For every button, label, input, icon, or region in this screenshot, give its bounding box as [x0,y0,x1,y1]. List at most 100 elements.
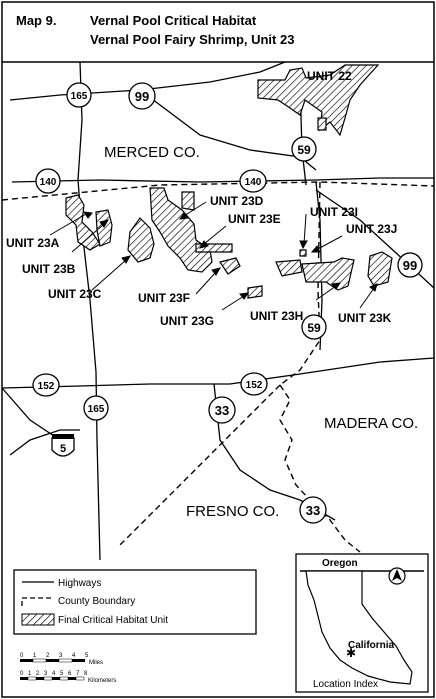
unit-23b-label: UNIT 23B [22,262,76,276]
unit-23g-leader [221,295,245,311]
county-label-madera: MADERA CO. [324,415,418,432]
unit-23h-polygon [301,257,355,291]
highway-shields: 165 99 59 140 140 99 59 152 [32,82,423,524]
scale-km-segment-5 [52,677,60,680]
shield-165-south-label: 165 [88,404,105,415]
scale-miles-tick-3: 3 [59,653,63,659]
shield-140-center-label: 140 [245,177,262,188]
unit-23h-arrowhead [331,282,342,290]
unit-23e-arrowhead [198,240,209,249]
shield-59-south: 59 [301,314,327,340]
shield-99-east-label: 99 [403,258,417,273]
scale-km-segment-2 [27,676,37,681]
shield-interstate-5: 5 [51,434,75,457]
legend: Highways County Boundary Final Critical … [13,569,257,635]
madera-fresno-river-boundary [279,384,361,553]
unit-23b-leader [71,223,105,253]
scale-miles-segment-3 [46,659,59,662]
scale-km-tick-7: 7 [76,671,80,677]
unit-23h-west-polygon [275,259,303,277]
unit-23c-leader [91,259,127,291]
scale-km-tick-3: 3 [44,671,48,677]
shield-165-north: 165 [66,82,92,108]
shield-interstate-5-label: 5 [60,443,66,455]
unit-23a-label: UNIT 23A [6,236,60,250]
scale-km-segment-6 [59,676,69,681]
scale-miles-segment-4 [58,658,73,663]
unit-23f-arrowhead [211,267,222,276]
unit-23g-label: UNIT 23G [160,314,214,328]
leader-arrows [49,201,378,311]
location-index: Oregon ✱ California Location Index [295,553,429,693]
unit-23d-leader [183,201,207,217]
unit-23j-label: UNIT 23J [346,222,397,236]
california-outline [305,570,413,685]
north-arrow-icon [388,567,406,585]
scale-km-tick-6: 6 [68,671,72,677]
county-label-merced: MERCED CO. [104,144,200,161]
habitat-units [65,64,393,299]
merced-county-boundary-north [1,181,435,201]
unit-23d-north-polygon [181,191,195,211]
shield-33-north-label: 33 [215,403,229,418]
unit-23i-polygon [299,249,307,257]
shield-140-west-label: 140 [40,177,57,188]
unit-23d-label: UNIT 23D [210,194,264,208]
unit-23f-polygon [219,257,241,275]
oregon-label: Oregon [322,558,358,569]
scale-miles-segment-5 [72,659,85,662]
unit-23h-leader [315,285,337,301]
unit-23k-label: UNIT 23K [338,311,392,325]
unit-23a-arrowhead [82,211,93,219]
shield-99-north: 99 [128,82,156,110]
scale-miles-tick-5: 5 [85,653,89,659]
scale-km-tick-1: 1 [28,671,32,677]
highway-north-road [9,61,286,101]
unit-23j-leader [315,235,343,251]
shield-59-north: 59 [291,136,317,162]
shield-99-east: 99 [397,252,423,278]
scale-miles-tick-1: 1 [33,653,37,659]
shield-165-north-label: 165 [71,91,88,102]
star-icon: ✱ [346,646,356,660]
legend-county-label: County Boundary [58,596,135,607]
scale-km-tick-4: 4 [52,671,56,677]
shield-59-north-label: 59 [297,143,311,157]
shield-33-south: 33 [299,496,327,524]
scale-km-segment-7 [68,677,76,680]
scale-miles-tick-4: 4 [72,653,76,659]
unit-23a-leader [49,213,87,236]
shield-33-south-label: 33 [306,503,320,518]
scale-miles-segment-1 [20,659,33,662]
unit-23e-label: UNIT 23E [228,212,281,226]
legend-county-symbol [21,597,54,606]
scale-km-label: Kilometers [88,678,116,684]
shield-152-west-label: 152 [38,381,55,392]
unit-23f-leader [195,271,217,295]
scale-miles-tick-2: 2 [46,653,50,659]
unit-23i-label: UNIT 23I [310,205,358,219]
highway-152-road [1,357,435,389]
unit-23i-arrowhead [299,240,308,250]
unit-23g-arrowhead [239,292,250,300]
unit-23e-leader [203,225,227,245]
shield-59-south-label: 59 [307,321,321,335]
unit-23j-arrowhead [310,245,321,253]
unit-23d-arrowhead [178,212,189,220]
scale-miles-tick-0: 0 [20,653,24,659]
map-number: Map 9. [16,13,56,28]
highway-165-road [77,61,101,561]
unit-23c-polygon [127,217,155,263]
unit-22-label: UNIT 22 [307,69,352,83]
legend-highways-label: Highways [58,578,101,589]
shield-140-center: 140 [239,169,267,193]
unit-23k-leader [359,287,375,309]
california-label: California [348,640,395,651]
unit-23c-arrowhead [121,255,132,264]
unit-23b-polygon [95,209,113,247]
scale-bar: 0 1 2 3 4 5 Miles 0 1 2 3 4 5 6 7 8 Kilo… [20,653,116,684]
county-label-fresno: FRESNO CO. [186,503,279,520]
oregon-band [298,557,426,569]
legend-habitat-label: Final Critical Habitat Unit [58,615,168,626]
